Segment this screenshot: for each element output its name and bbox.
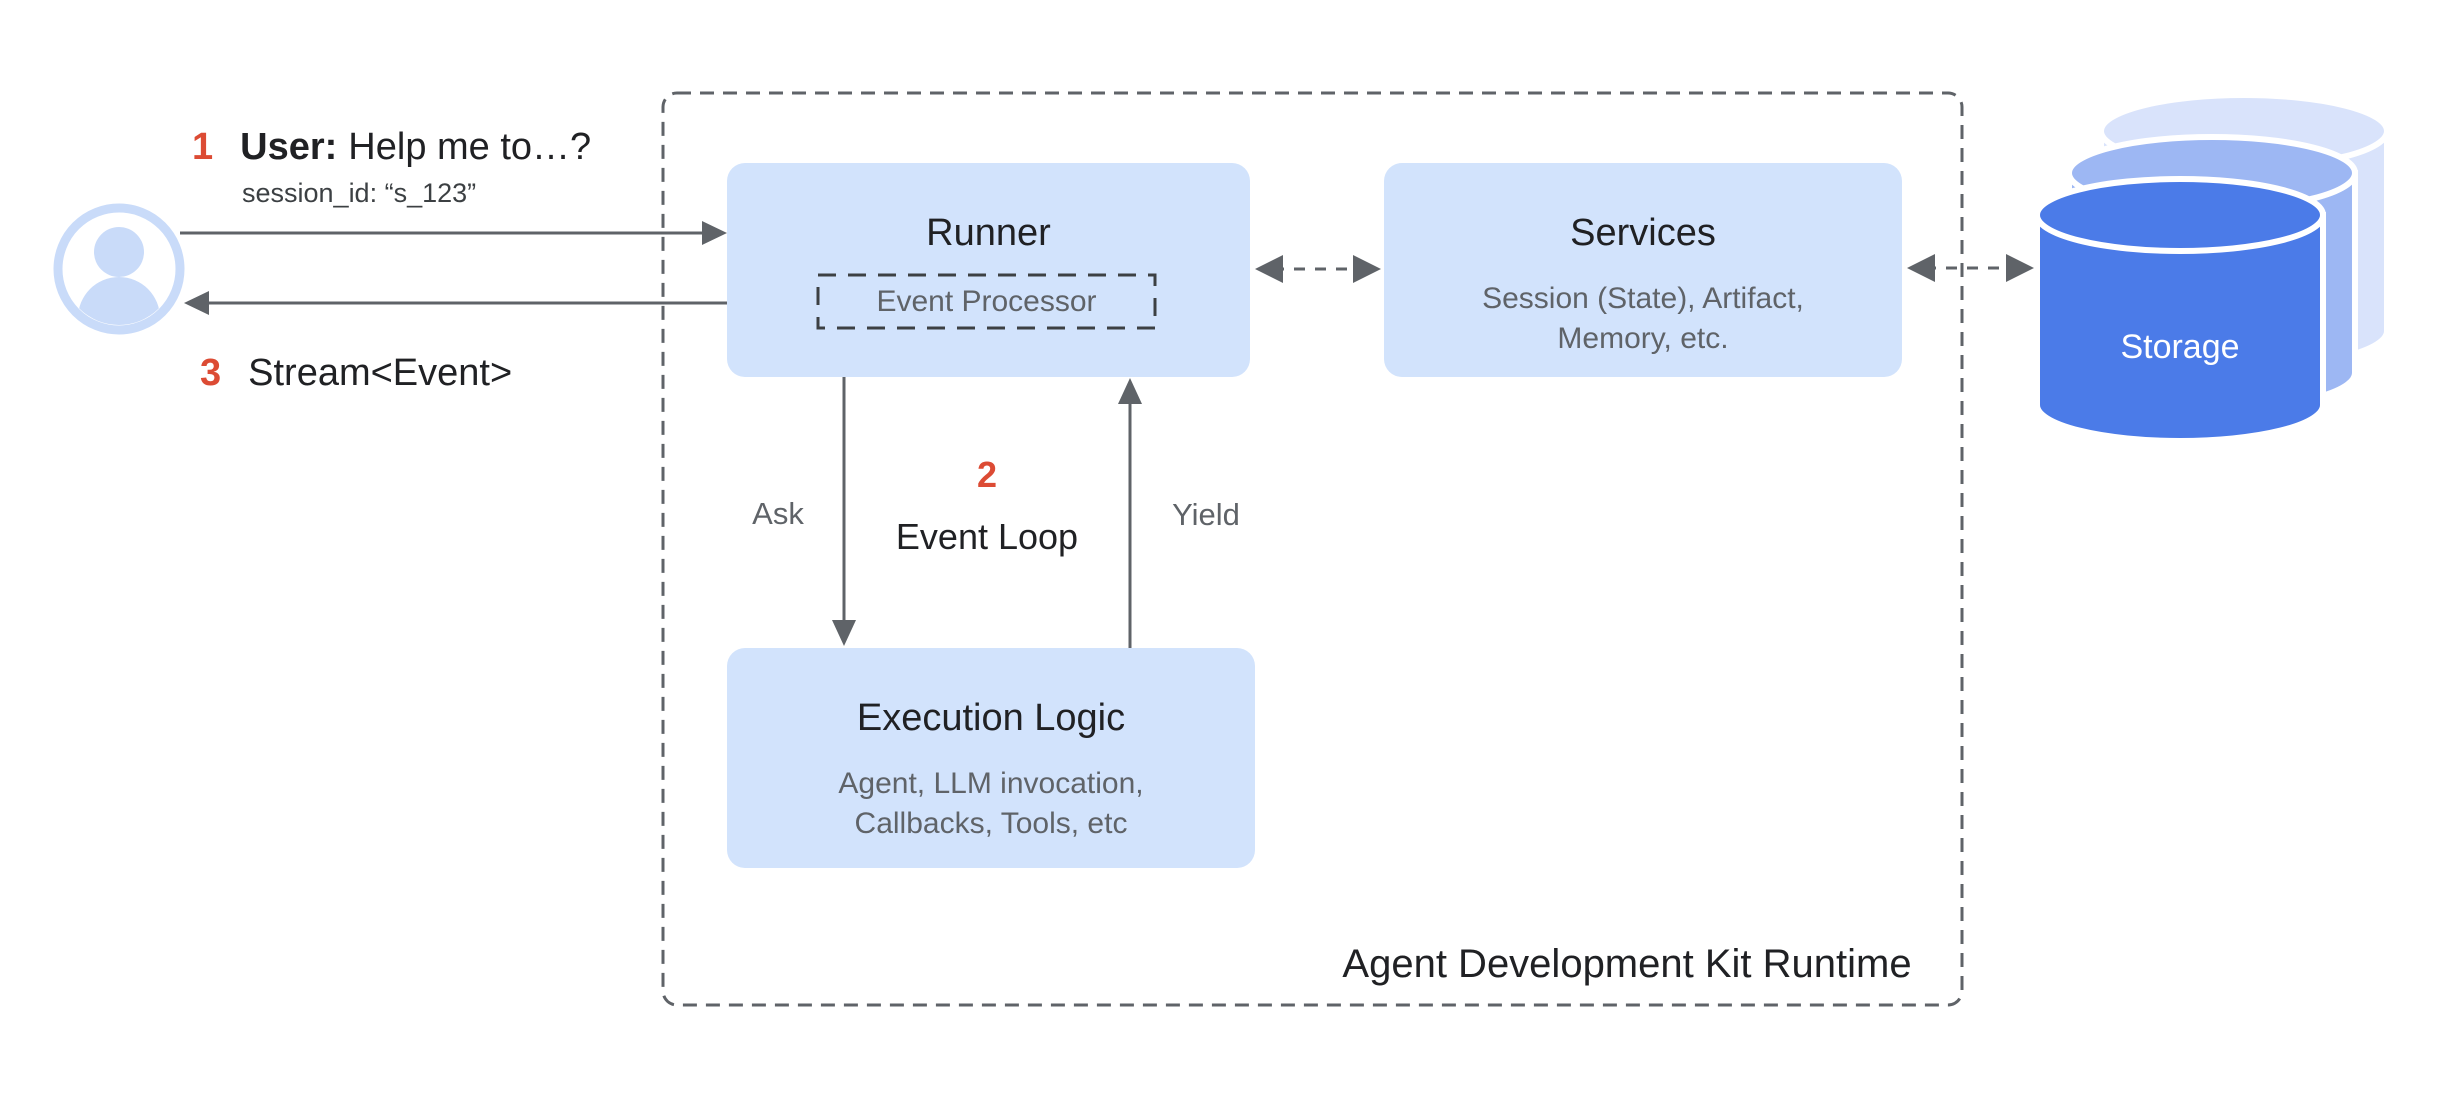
avatar-shoulders bbox=[78, 277, 160, 325]
user-request-line: 1 User:Help me to…? bbox=[192, 126, 591, 169]
arrow-yield bbox=[1118, 378, 1142, 648]
step3-number: 3 bbox=[200, 352, 222, 394]
avatar-ring bbox=[53, 203, 185, 335]
adk-runtime-label: Agent Development Kit Runtime bbox=[1342, 942, 1912, 986]
runner-title: Runner bbox=[926, 212, 1051, 254]
user-avatar-icon bbox=[50, 200, 188, 338]
services-title: Services bbox=[1570, 212, 1716, 254]
step1-number: 1 bbox=[192, 126, 214, 168]
session-id-label: session_id: “s_123” bbox=[242, 178, 477, 208]
event-loop-label: Event Loop bbox=[895, 516, 1079, 557]
user-message: Help me to…? bbox=[348, 126, 592, 168]
storage-cylinder-front bbox=[2034, 176, 2326, 444]
arrow-runner-services bbox=[1255, 255, 1381, 283]
services-subtitle: Session (State), Artifact, Memory, etc. bbox=[1482, 279, 1804, 359]
arrow-runner-to-user bbox=[184, 291, 727, 315]
event-loop-number: 2 bbox=[976, 454, 998, 495]
services-subtitle-line2: Memory, etc. bbox=[1557, 322, 1729, 355]
services-box: Services Session (State), Artifact, Memo… bbox=[1384, 163, 1902, 377]
yield-label: Yield bbox=[1172, 497, 1240, 532]
execution-logic-subtitle: Agent, LLM invocation, Callbacks, Tools,… bbox=[838, 764, 1143, 844]
avatar-head bbox=[94, 227, 144, 277]
storage-label: Storage bbox=[2120, 328, 2240, 366]
user-speaker-label: User: bbox=[240, 126, 338, 168]
stream-event-label: Stream<Event> bbox=[248, 352, 513, 394]
arrow-user-to-runner bbox=[180, 221, 727, 245]
execution-logic-box: Execution Logic Agent, LLM invocation, C… bbox=[727, 648, 1255, 868]
stream-event-line: 3 Stream<Event> bbox=[200, 352, 512, 395]
ask-label: Ask bbox=[752, 496, 804, 531]
storage-icon bbox=[2000, 66, 2420, 486]
execution-logic-title: Execution Logic bbox=[856, 697, 1126, 739]
runner-box: Runner Event Processor bbox=[727, 163, 1250, 377]
event-processor-label: Event Processor bbox=[876, 284, 1097, 318]
execution-logic-subtitle-line1: Agent, LLM invocation, bbox=[838, 767, 1144, 800]
services-subtitle-line1: Session (State), Artifact, bbox=[1482, 282, 1804, 315]
execution-logic-subtitle-line2: Callbacks, Tools, etc bbox=[854, 807, 1128, 840]
